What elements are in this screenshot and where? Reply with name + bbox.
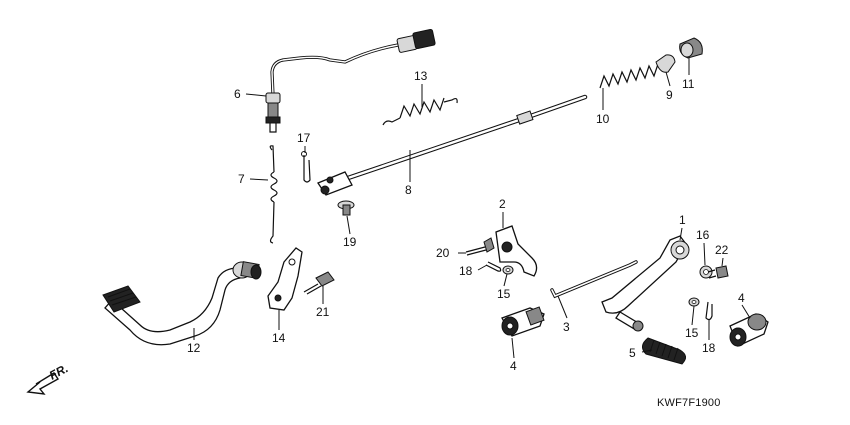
- callout-4a: 4: [510, 359, 517, 373]
- spring-part-13[interactable]: [382, 97, 458, 126]
- cotter-pin-part-17[interactable]: [301, 151, 311, 183]
- leader-lines: [193, 58, 751, 359]
- bracket-part-14[interactable]: [267, 247, 303, 311]
- bolt-part-22[interactable]: [707, 265, 729, 279]
- callout-22: 22: [715, 243, 729, 257]
- callout-18b: 18: [702, 341, 716, 355]
- callout-1: 1: [679, 213, 686, 227]
- callout-9: 9: [666, 88, 673, 102]
- callout-numbers: 6 7 17 13 8 19 12 14 21 10 9 11 2 20 18 …: [187, 69, 745, 373]
- callout-19: 19: [343, 235, 357, 249]
- brake-pedal-part-12[interactable]: [102, 261, 262, 346]
- callout-2: 2: [499, 197, 506, 211]
- callout-8: 8: [405, 183, 412, 197]
- callout-7: 7: [238, 172, 245, 186]
- callout-3: 3: [563, 320, 570, 334]
- nut-part-11[interactable]: [679, 37, 703, 59]
- callout-14: 14: [272, 331, 286, 345]
- joint-pin-part-19[interactable]: [337, 200, 355, 216]
- callout-18a: 18: [459, 264, 473, 278]
- callout-5: 5: [629, 346, 636, 360]
- front-direction-indicator: FR.: [26, 361, 70, 395]
- callout-15b: 15: [685, 326, 699, 340]
- callout-15a: 15: [497, 287, 511, 301]
- diagram-code: KWF7F1900: [657, 397, 721, 409]
- joint-part-4b[interactable]: [729, 313, 769, 347]
- shift-pedal-part-1[interactable]: [601, 235, 690, 332]
- callout-13: 13: [414, 69, 428, 83]
- clip-part-18b[interactable]: [705, 301, 713, 321]
- callout-6: 6: [234, 87, 241, 101]
- callout-12: 12: [187, 341, 201, 355]
- callout-10: 10: [596, 112, 610, 126]
- tie-rod-part-3[interactable]: [550, 260, 638, 299]
- clip-part-18a[interactable]: [485, 261, 502, 272]
- brake-rod-part-8[interactable]: [317, 94, 588, 196]
- callout-20: 20: [436, 246, 450, 260]
- washer-part-16[interactable]: [699, 265, 713, 279]
- joint-part-4a[interactable]: [501, 306, 545, 337]
- spring-part-10[interactable]: [599, 63, 659, 89]
- bolt-part-20[interactable]: [465, 237, 495, 256]
- bolt-part-21[interactable]: [303, 271, 335, 295]
- shift-arm-part-2[interactable]: [495, 225, 538, 277]
- pedal-rubber-part-5[interactable]: [642, 337, 686, 365]
- cap-part-9[interactable]: [655, 54, 676, 73]
- stop-switch-part-6[interactable]: [265, 28, 436, 133]
- washer-part-15a[interactable]: [502, 265, 514, 275]
- callout-17: 17: [297, 131, 311, 145]
- callout-21: 21: [316, 305, 330, 319]
- washer-part-15b[interactable]: [688, 297, 700, 307]
- return-spring-part-7[interactable]: [269, 145, 278, 244]
- callout-16: 16: [696, 228, 710, 242]
- front-arrow-icon: [26, 372, 60, 395]
- callout-11: 11: [682, 77, 695, 91]
- callout-4b: 4: [738, 291, 745, 305]
